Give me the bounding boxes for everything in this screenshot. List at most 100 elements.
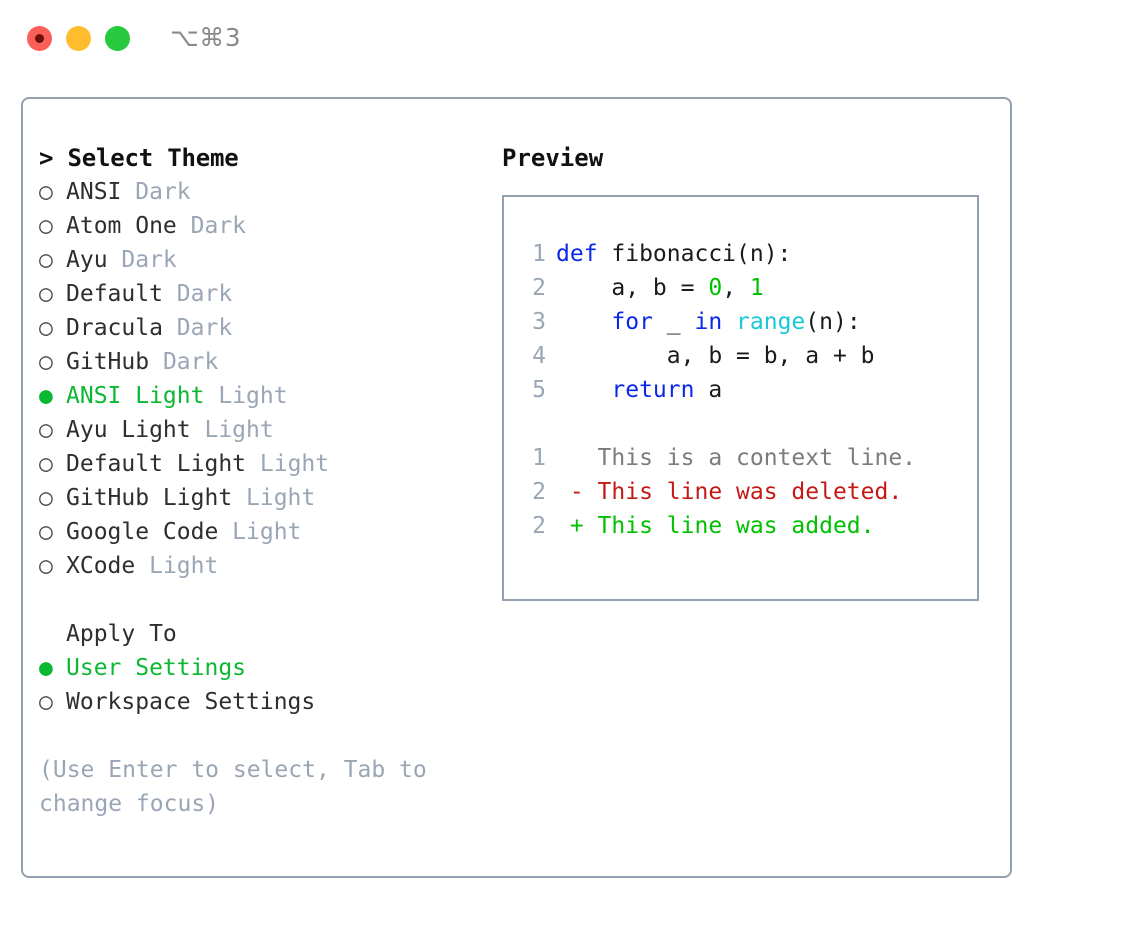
theme-option-11[interactable]: ○ XCode Light: [39, 549, 489, 583]
code-token: 0: [708, 275, 723, 301]
code-token: range: [736, 309, 806, 335]
theme-option-0[interactable]: ○ ANSI Dark: [39, 175, 489, 209]
radio-unselected-icon: ○: [39, 315, 53, 341]
radio-unselected-icon: ○: [39, 417, 53, 443]
apply-to-option-1[interactable]: ○ Workspace Settings: [39, 685, 489, 719]
code-token: [722, 309, 736, 335]
theme-variant-tag: Light: [246, 485, 316, 511]
diff-text-added: + This line was added.: [556, 513, 875, 539]
radio-unselected-icon: ○: [39, 349, 53, 375]
radio-unselected-icon: ○: [39, 247, 53, 273]
radio-unselected-icon: ○: [39, 451, 53, 477]
line-number: 1: [532, 445, 546, 471]
code-token: ,: [722, 275, 750, 301]
code-line-3: 4 a, b = b, a + b: [518, 339, 916, 373]
theme-list[interactable]: ○ANSI Dark○Atom One Dark○Ayu Dark○Defaul…: [39, 175, 489, 583]
theme-option-5[interactable]: ○ GitHub Dark: [39, 345, 489, 379]
theme-variant-tag: Dark: [135, 179, 191, 205]
apply-to-option-0[interactable]: ● User Settings: [39, 651, 489, 685]
theme-option-7[interactable]: ○ Ayu Light Light: [39, 413, 489, 447]
list-spacer: [39, 583, 489, 617]
theme-name: Ayu: [66, 247, 122, 273]
close-button[interactable]: [27, 26, 52, 51]
apply-to-label: User Settings: [66, 655, 247, 681]
theme-name: GitHub Light: [66, 485, 247, 511]
radio-selected-icon: ●: [39, 655, 53, 681]
help-text: (Use Enter to select, Tab to change focu…: [39, 757, 441, 817]
code-token: a, b = b, a + b: [556, 343, 875, 369]
theme-name: GitHub: [66, 349, 163, 375]
code-token: a, b =: [556, 275, 709, 301]
radio-unselected-icon: ○: [39, 179, 53, 205]
line-number: 4: [532, 343, 546, 369]
line-number: 1: [532, 241, 546, 267]
theme-option-4[interactable]: ○ Dracula Dark: [39, 311, 489, 345]
radio-unselected-icon: ○: [39, 213, 53, 239]
maximize-button[interactable]: [105, 26, 130, 51]
theme-name: Google Code: [66, 519, 233, 545]
theme-name: XCode: [66, 553, 150, 579]
line-number: 5: [532, 377, 546, 403]
code-token: [556, 309, 611, 335]
code-diff-separator: [518, 407, 916, 441]
code-token: fibonacci(n):: [597, 241, 792, 267]
theme-option-3[interactable]: ○Default Dark: [39, 277, 489, 311]
preview-title: Preview: [502, 144, 604, 172]
theme-name: Default: [66, 281, 177, 307]
code-token: for: [611, 309, 653, 335]
theme-option-1[interactable]: ○Atom One Dark: [39, 209, 489, 243]
theme-name: Ayu Light: [66, 417, 205, 443]
diff-line-1: 2 - This line was deleted.: [518, 475, 916, 509]
radio-unselected-icon: ○: [39, 519, 53, 545]
theme-option-8[interactable]: ○Default Light Light: [39, 447, 489, 481]
radio-unselected-icon: ○: [39, 689, 53, 715]
code-line-0: 1 def fibonacci(n):: [518, 237, 916, 271]
code-token: def: [556, 241, 598, 267]
theme-variant-tag: Dark: [121, 247, 177, 273]
theme-name: Default Light: [66, 451, 260, 477]
apply-to-header: Apply To: [66, 621, 177, 647]
theme-option-9[interactable]: ○ GitHub Light Light: [39, 481, 489, 515]
apply-to-label: Workspace Settings: [66, 689, 316, 715]
code-token: _: [652, 309, 695, 335]
theme-option-2[interactable]: ○ Ayu Dark: [39, 243, 489, 277]
radio-selected-icon: ●: [39, 383, 53, 409]
diff-line-2: 2 + This line was added.: [518, 509, 916, 543]
theme-name: ANSI Light: [66, 383, 219, 409]
theme-variant-tag: Dark: [176, 315, 233, 341]
theme-variant-tag: Light: [149, 553, 219, 579]
theme-variant-tag: Light: [218, 383, 288, 409]
code-line-2: 3 for _ in range(n):: [518, 305, 916, 339]
code-token: in: [694, 309, 723, 335]
main-panel: > Select Theme ○ANSI Dark○Atom One Dark○…: [21, 97, 1012, 878]
theme-name: Dracula: [66, 315, 177, 341]
radio-unselected-icon: ○: [39, 553, 53, 579]
theme-variant-tag: Light: [204, 417, 274, 443]
theme-name: ANSI: [66, 179, 136, 205]
theme-variant-tag: Light: [232, 519, 302, 545]
theme-variant-tag: Dark: [162, 349, 219, 375]
window-controls: [27, 26, 130, 51]
code-token: (n):: [805, 309, 861, 335]
theme-variant-tag: Dark: [176, 281, 233, 307]
theme-option-6[interactable]: ● ANSI Light Light: [39, 379, 489, 413]
diff-text-deleted: - This line was deleted.: [556, 479, 903, 505]
radio-unselected-icon: ○: [39, 485, 53, 511]
code-token: 1: [749, 275, 764, 301]
apply-to-list[interactable]: ● User Settings ○ Workspace Settings: [39, 651, 489, 719]
select-theme-header: > Select Theme: [39, 144, 239, 172]
code-line-1: 2 a, b = 0, 1: [518, 271, 916, 305]
theme-variant-tag: Dark: [190, 213, 247, 239]
minimize-button[interactable]: [66, 26, 91, 51]
line-number: 2: [532, 479, 546, 505]
code-line-4: 5 return a: [518, 373, 916, 407]
code-token: return: [611, 377, 695, 403]
code-token: [556, 377, 611, 403]
theme-option-10[interactable]: ○ Google Code Light: [39, 515, 489, 549]
keyboard-shortcut-label: ⌥⌘3: [170, 23, 242, 52]
theme-selector-column: > Select Theme ○ANSI Dark○Atom One Dark○…: [39, 141, 489, 821]
line-number: 2: [532, 513, 546, 539]
